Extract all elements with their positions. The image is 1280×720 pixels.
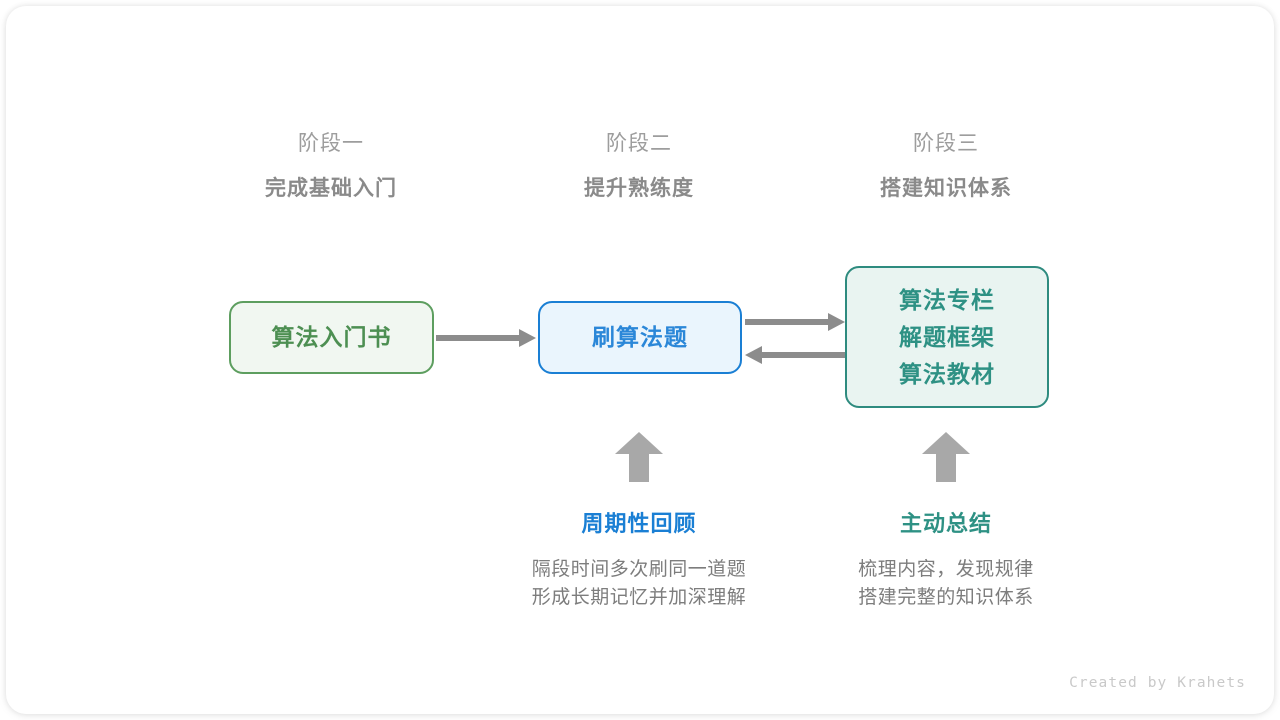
caption-review: 周期性回顾 隔段时间多次刷同一道题 形成长期记忆并加深理解 bbox=[474, 508, 804, 612]
arrow-up-icon-summary bbox=[922, 432, 970, 482]
caption-review-line-2: 形成长期记忆并加深理解 bbox=[531, 587, 747, 608]
arrow-head bbox=[922, 432, 970, 454]
caption-summary-line-1: 梳理内容，发现规律 bbox=[858, 559, 1034, 580]
arrow-shaft bbox=[759, 352, 845, 358]
arrow-head bbox=[828, 313, 845, 331]
caption-summary-title: 主动总结 bbox=[899, 511, 992, 536]
caption-summary-line-2: 搭建完整的知识体系 bbox=[858, 587, 1034, 608]
arrow-shaft bbox=[745, 319, 831, 325]
caption-review-body: 隔段时间多次刷同一道题 形成长期记忆并加深理解 bbox=[474, 556, 804, 612]
arrow-right-icon-practice-to-resources bbox=[745, 312, 845, 332]
arrow-shaft bbox=[629, 452, 649, 482]
node-practice-line-1: 刷算法题 bbox=[592, 324, 688, 350]
arrow-shaft bbox=[936, 452, 956, 482]
stage-header-2: 阶段二 提升熟练度 bbox=[509, 129, 769, 205]
stage-header-1: 阶段一 完成基础入门 bbox=[201, 129, 461, 205]
stage-label-2: 阶段二 bbox=[606, 132, 672, 155]
stage-header-3: 阶段三 搭建知识体系 bbox=[816, 129, 1076, 205]
arrow-head bbox=[519, 329, 536, 347]
footer-credit: Created by Krahets bbox=[1069, 675, 1246, 691]
caption-review-title: 周期性回顾 bbox=[581, 511, 697, 536]
node-intro-book[interactable]: 算法入门书 bbox=[229, 301, 434, 374]
node-resources-line-1: 算法专栏 bbox=[899, 286, 995, 313]
stage-title-1: 完成基础入门 bbox=[265, 177, 397, 200]
node-resources[interactable]: 算法专栏 解题框架 算法教材 bbox=[845, 266, 1049, 408]
arrow-head bbox=[745, 346, 762, 364]
stage-title-3: 搭建知识体系 bbox=[880, 177, 1012, 200]
arrow-up-icon-review bbox=[615, 432, 663, 482]
arrow-right-icon-book-to-practice bbox=[436, 328, 536, 348]
caption-review-line-1: 隔段时间多次刷同一道题 bbox=[531, 559, 747, 580]
arrow-shaft bbox=[436, 335, 522, 341]
caption-summary-body: 梳理内容，发现规律 搭建完整的知识体系 bbox=[781, 556, 1111, 612]
node-intro-book-line-1: 算法入门书 bbox=[271, 324, 392, 350]
arrow-head bbox=[615, 432, 663, 454]
arrow-left-icon-resources-to-practice bbox=[745, 345, 845, 365]
node-practice[interactable]: 刷算法题 bbox=[538, 301, 742, 374]
caption-summary: 主动总结 梳理内容，发现规律 搭建完整的知识体系 bbox=[781, 508, 1111, 612]
stage-label-1: 阶段一 bbox=[298, 132, 364, 155]
stage-title-2: 提升熟练度 bbox=[584, 177, 694, 200]
node-resources-line-3: 算法教材 bbox=[899, 360, 995, 387]
stage-label-3: 阶段三 bbox=[913, 132, 979, 155]
node-resources-line-2: 解题框架 bbox=[899, 323, 995, 350]
